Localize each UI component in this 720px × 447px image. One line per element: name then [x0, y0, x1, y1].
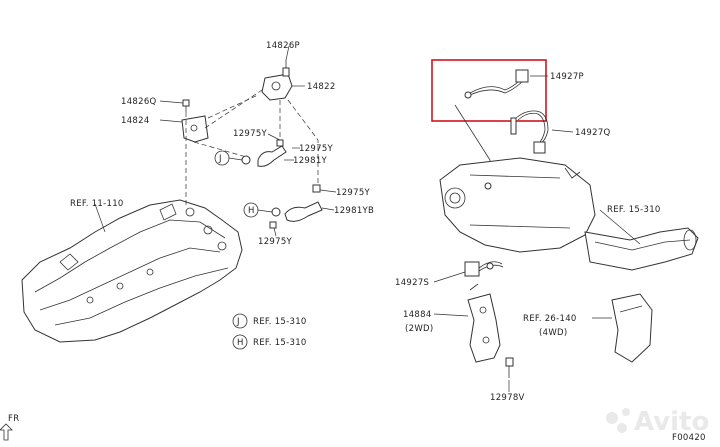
callout-h: H [248, 206, 255, 216]
part-12981YB-label: 12981YB [334, 206, 374, 216]
part-14927P-label: 14927P [550, 72, 584, 82]
part-14826P-label: 14826P [266, 41, 300, 51]
part-14884-label: 14884 [403, 310, 432, 320]
sensor-14927P [464, 69, 529, 99]
part-12975Y-a-label: 12975Y [233, 129, 268, 139]
ref-15-310-label: REF. 15-310 [607, 205, 661, 215]
part-12975Y-d-label: 12975Y [258, 237, 293, 247]
front-arrow-icon [0, 423, 13, 441]
legend-h-ref: REF. 15-310 [253, 338, 307, 348]
bracket-assembly [181, 60, 293, 143]
engine-head [21, 199, 243, 343]
legend-j-circle [232, 313, 248, 329]
part-14927S-label: 14927S [395, 278, 429, 288]
legend-j: J [236, 317, 240, 327]
watermark-text: Avito [634, 407, 709, 437]
part-14826Q-label: 14826Q [121, 97, 157, 107]
hose-h [269, 201, 323, 229]
figure-code: F00420 [672, 433, 706, 443]
highlight-box [431, 59, 547, 122]
catalytic-converter [439, 157, 596, 253]
ref-26-140-note: (4WD) [539, 328, 568, 338]
front-label: FR [8, 414, 19, 424]
bolt-12978V [505, 357, 514, 378]
callout-j-circle [214, 150, 230, 166]
sensor-14927Q [510, 110, 549, 154]
sensor-14927S [464, 261, 504, 277]
legend-h-circle [232, 334, 248, 350]
part-14927Q-label: 14927Q [575, 128, 611, 138]
legend-j-ref: REF. 15-310 [253, 317, 307, 327]
part-14884-note: (2WD) [405, 324, 434, 334]
legend-h: H [237, 338, 244, 348]
exhaust-pipe [584, 227, 699, 271]
part-14824-label: 14824 [121, 116, 150, 126]
part-12975Y-c-label: 12975Y [336, 188, 371, 198]
part-12975Y-b-label: 12975Y [299, 144, 334, 154]
watermark-logo: Avito [606, 407, 709, 437]
part-14822-label: 14822 [307, 82, 336, 92]
ref-26-140-label: REF. 26-140 [523, 314, 577, 324]
part-12981Y-label: 12981Y [293, 156, 328, 166]
part-12978V-label: 12978V [490, 393, 525, 403]
callout-j: J [218, 154, 222, 164]
bracket-14884 [467, 283, 501, 363]
ref-11-110-label: REF. 11-110 [70, 199, 124, 209]
heat-protector [611, 293, 653, 363]
